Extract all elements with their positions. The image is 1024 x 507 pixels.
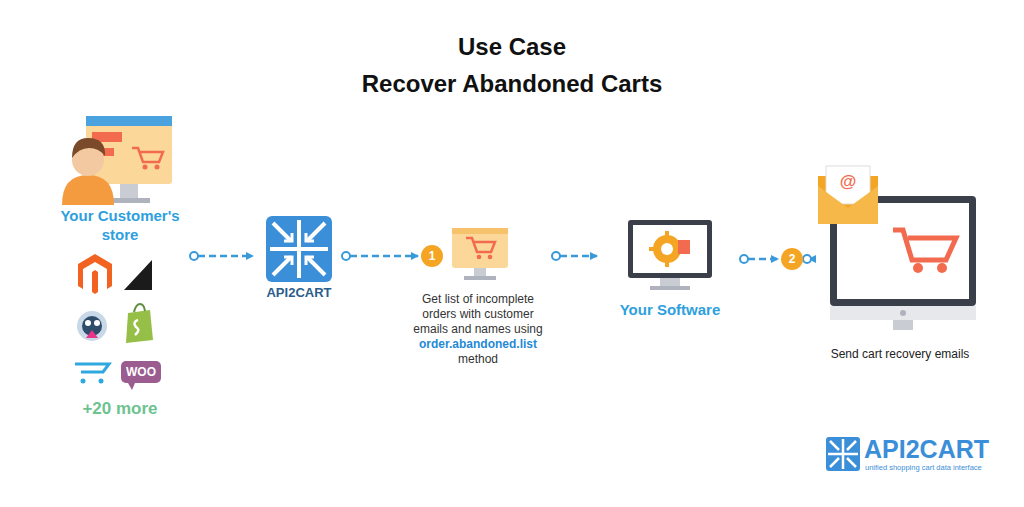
- drawing-part: [678, 240, 690, 254]
- drawing-part: [134, 320, 138, 335]
- connector-dot: [740, 255, 748, 263]
- drawing-part: [474, 268, 486, 276]
- label: Recover Abandoned Carts: [0, 70, 1024, 98]
- drawing-part: [124, 260, 152, 290]
- drawing-part: [121, 361, 161, 383]
- drawing-part: [132, 148, 163, 162]
- process-node: Send cart recovery emails: [812, 163, 988, 365]
- node-text: API2CART: [266, 285, 331, 300]
- connector-dot: [190, 252, 198, 260]
- connector-line: [560, 255, 597, 258]
- drawing-part: [270, 220, 328, 278]
- software-icon: [628, 220, 712, 290]
- drawing-part: [128, 383, 135, 390]
- drawing-part: [660, 278, 680, 286]
- connector-dot: [803, 255, 811, 263]
- drawing-part: [155, 165, 160, 170]
- drawing-part: [94, 320, 100, 326]
- drawing-part: [913, 263, 923, 273]
- label: +20 more: [60, 399, 180, 419]
- drawing-part: [466, 238, 495, 252]
- flow-arrow: [803, 255, 811, 263]
- drawing-part: [818, 186, 878, 224]
- process-node: Your Software: [600, 215, 740, 322]
- drawing-part: [273, 223, 325, 275]
- drawing-part: [477, 255, 482, 260]
- step-circle: 2: [781, 248, 803, 270]
- step-circle: 1: [421, 245, 443, 267]
- node-text: Your Software: [620, 301, 721, 318]
- drawing-part: [99, 379, 104, 384]
- drawing-part: [488, 255, 493, 260]
- flow-arrow: [190, 252, 253, 260]
- drawing-part: [108, 198, 150, 203]
- drawing-part: [830, 306, 976, 320]
- drawing-part: [633, 225, 707, 273]
- drawing-part: [937, 263, 947, 273]
- store-illustration: [62, 116, 172, 390]
- label: @: [833, 172, 863, 192]
- callout-number: 2: [789, 248, 796, 270]
- connector-dot: [552, 252, 560, 260]
- connector-line: [198, 255, 253, 258]
- node-text: method: [458, 352, 498, 367]
- drawing-part: [72, 138, 105, 158]
- flow-arrow: [552, 252, 597, 260]
- drawing-part: [120, 184, 138, 198]
- drawing-part: [62, 175, 114, 205]
- flow-arrow: [740, 255, 778, 263]
- callout-number: 1: [429, 245, 436, 267]
- drawing-part: [661, 243, 673, 255]
- connector-line: [350, 255, 418, 258]
- drawing-part: [828, 439, 858, 469]
- process-node: Get list of incomplete orders with custo…: [404, 222, 552, 371]
- node-text: order.abandoned.list: [419, 337, 537, 352]
- drawing-part: [452, 228, 508, 234]
- email-monitor-icon: [818, 166, 976, 330]
- connector-line: [748, 258, 778, 261]
- flow-arrow: [342, 252, 418, 260]
- api2cart-logo-icon: [826, 437, 860, 471]
- drawing-part: [134, 304, 145, 312]
- cart-monitor-icon: [452, 228, 508, 280]
- drawing-part: [75, 364, 109, 372]
- drawing-part: [464, 276, 496, 280]
- drawing-part: [653, 235, 681, 263]
- drawing-part: [826, 437, 860, 471]
- drawing-part: [86, 116, 172, 126]
- label: API2CART: [864, 435, 989, 464]
- node-text: Get list of incomplete orders with custo…: [408, 292, 548, 337]
- title: Use Case: [0, 33, 1024, 61]
- drawing-part: [893, 320, 913, 330]
- label: unified shopping cart data interface: [865, 463, 982, 472]
- connector-dot: [342, 252, 350, 260]
- drawing-part: [893, 230, 956, 260]
- node-text: Send cart recovery emails: [831, 347, 970, 361]
- drawing-part: [452, 228, 508, 268]
- drawing-part: [78, 254, 112, 294]
- node-text: Your Customer's store: [60, 206, 180, 244]
- drawing-part: [900, 310, 906, 316]
- drawing-part: [266, 216, 332, 282]
- drawing-part: [85, 320, 91, 326]
- label: WOO: [121, 365, 161, 379]
- api2cart-icon: [266, 216, 332, 282]
- drawing-part: [86, 330, 98, 338]
- drawing-part: [143, 165, 148, 170]
- drawing-part: [628, 220, 712, 278]
- process-node: Your Customer's store: [50, 110, 190, 248]
- process-node: API2CART: [256, 213, 342, 304]
- drawing-part: [77, 311, 107, 341]
- drawing-part: [650, 286, 690, 290]
- drawing-part: [284, 233, 314, 265]
- drawing-part: [126, 310, 153, 343]
- drawing-part: [81, 379, 86, 384]
